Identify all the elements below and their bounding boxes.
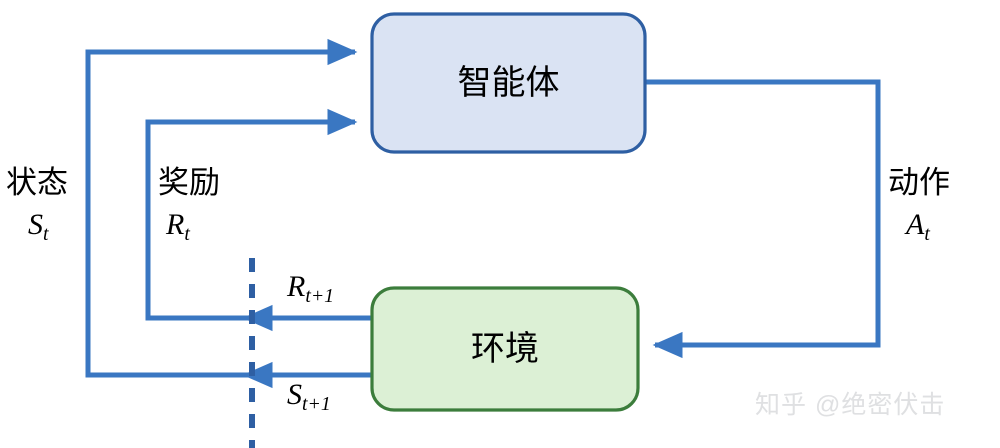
action-label-chinese: 动作 — [888, 165, 950, 200]
next-state-math-base: S — [287, 378, 302, 411]
watermark-text: 知乎 @绝密伏击 — [755, 391, 946, 419]
next-state-label-math: St+1 — [287, 380, 331, 415]
action-label-math: At — [906, 210, 930, 245]
next-reward-math-subscript: t+1 — [305, 284, 335, 307]
agent-node-label: 智能体 — [457, 64, 560, 102]
environment-node-box — [370, 286, 640, 412]
state-math-subscript: t — [43, 222, 49, 245]
state-label-chinese: 状态 — [6, 165, 68, 200]
state-math-base: S — [28, 208, 43, 241]
reward-math-base: R — [166, 208, 185, 241]
agent-node-box — [370, 12, 647, 154]
next-reward-math-base: R — [287, 270, 306, 303]
reward-connector-path — [145, 108, 358, 321]
action-math-base: A — [906, 208, 925, 241]
action-connector-path — [645, 79, 881, 359]
next-state-math-subscript: t+1 — [302, 392, 331, 415]
reward-label-chinese: 奖励 — [158, 165, 220, 200]
reward-label-math: Rt — [166, 210, 190, 245]
state-connector-path — [85, 38, 358, 378]
action-math-subscript: t — [924, 222, 930, 245]
state-label-math: St — [28, 210, 49, 245]
next-reward-label-math: Rt+1 — [287, 272, 334, 307]
environment-node-label: 环境 — [471, 330, 539, 368]
reward-math-subscript: t — [184, 222, 190, 245]
